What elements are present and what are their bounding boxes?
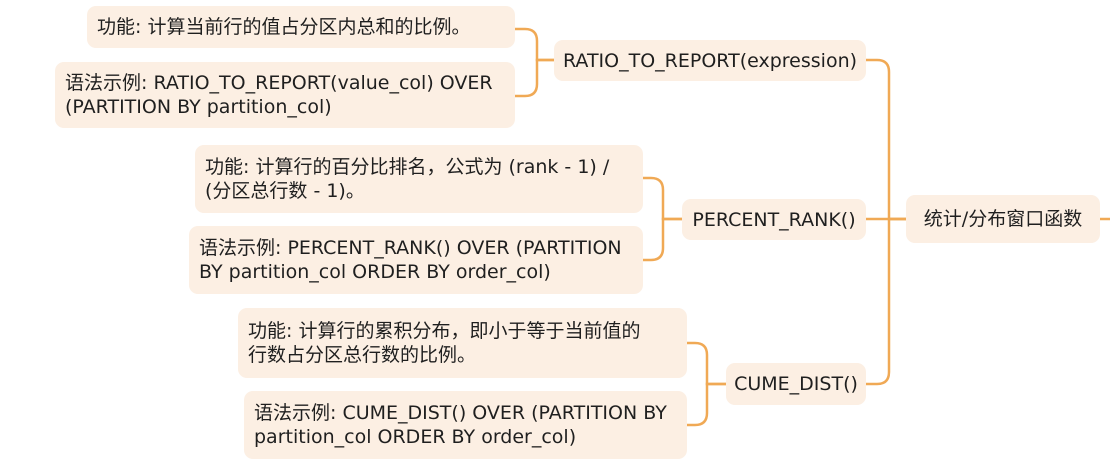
leaf-node-ratio-syntax[interactable]: 语法示例: RATIO_TO_REPORT(value_col) OVER (P…: [55, 62, 515, 128]
connector-cume-to-syntax: [685, 382, 728, 427]
connector-percent-to-syntax: [641, 217, 684, 262]
root-label: 统计/分布窗口函数: [923, 208, 1083, 230]
branch-label: CUME_DIST(): [734, 373, 858, 395]
connector-percent-to-function: [641, 176, 684, 221]
leaf-text: 语法示例: RATIO_TO_REPORT(value_col) OVER (P…: [65, 72, 493, 118]
branch-node-ratio-to-report[interactable]: RATIO_TO_REPORT(expression): [554, 40, 866, 81]
connector-ratio-to-function: [513, 27, 556, 62]
leaf-node-cume-function[interactable]: 功能: 计算行的累积分布，即小于等于当前值的 行数占分区总行数的比例。: [238, 308, 687, 378]
leaf-node-cume-syntax[interactable]: 语法示例: CUME_DIST() OVER (PARTITION BY par…: [244, 391, 687, 459]
branch-node-cume-dist[interactable]: CUME_DIST(): [726, 363, 866, 405]
connector-root-to-ratio: [864, 58, 908, 221]
branch-label: PERCENT_RANK(): [692, 208, 856, 231]
branch-node-percent-rank[interactable]: PERCENT_RANK(): [682, 199, 866, 240]
connector-cume-to-function: [685, 341, 728, 386]
leaf-text: 功能: 计算行的累积分布，即小于等于当前值的 行数占分区总行数的比例。: [248, 320, 641, 366]
root-node[interactable]: 统计/分布窗口函数: [906, 195, 1100, 243]
leaf-text: 功能: 计算当前行的值占分区内总和的比例。: [97, 16, 471, 38]
branch-label: RATIO_TO_REPORT(expression): [562, 49, 858, 72]
connector-root-to-cume: [864, 217, 908, 386]
leaf-node-ratio-function[interactable]: 功能: 计算当前行的值占分区内总和的比例。: [87, 6, 515, 48]
leaf-text: 语法示例: PERCENT_RANK() OVER (PARTITION BY …: [199, 237, 622, 283]
leaf-node-percent-function[interactable]: 功能: 计算行的百分比排名，公式为 (rank - 1) / (分区总行数 - …: [195, 145, 643, 213]
leaf-text: 功能: 计算行的百分比排名，公式为 (rank - 1) / (分区总行数 - …: [205, 156, 610, 202]
leaf-text: 语法示例: CUME_DIST() OVER (PARTITION BY par…: [254, 402, 667, 448]
leaf-node-percent-syntax[interactable]: 语法示例: PERCENT_RANK() OVER (PARTITION BY …: [189, 226, 643, 294]
connector-ratio-to-syntax: [513, 58, 556, 98]
